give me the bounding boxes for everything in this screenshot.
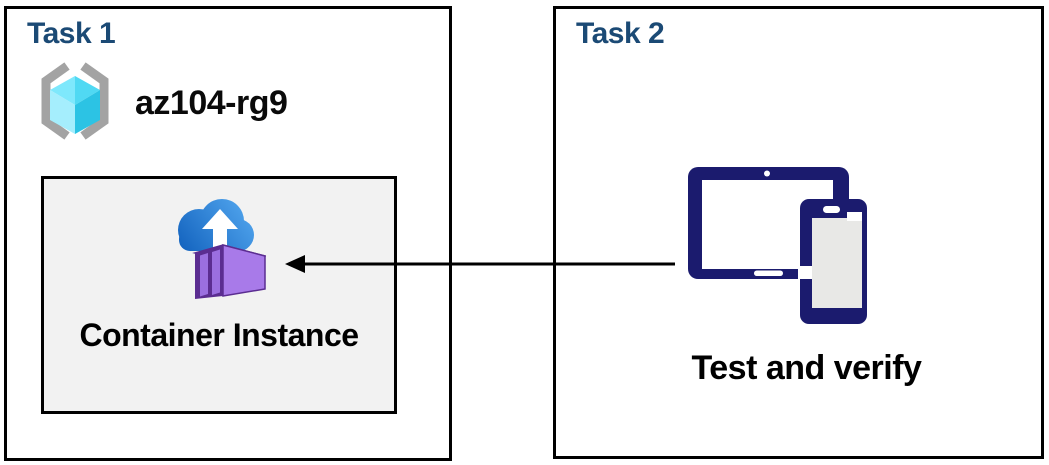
bracket-right bbox=[80, 62, 109, 140]
task2-title: Task 2 bbox=[576, 17, 665, 50]
task1-box: Task 1 az104-rg9 bbox=[4, 6, 452, 461]
arrowhead-left bbox=[285, 255, 305, 273]
container-instances-icon bbox=[178, 199, 266, 299]
cube-face-right bbox=[75, 90, 100, 134]
resource-group: az104-rg9 bbox=[33, 61, 288, 145]
resource-group-icon bbox=[41, 62, 109, 140]
phone-icon bbox=[798, 199, 867, 324]
bracket-left bbox=[41, 62, 70, 140]
container-instance-box: Container Instance bbox=[41, 176, 397, 414]
container-3d-box bbox=[192, 244, 266, 299]
container-instance-label: Container Instance bbox=[79, 317, 359, 353]
connector-arrow bbox=[285, 255, 675, 273]
resource-group-name: az104-rg9 bbox=[135, 83, 288, 122]
home-button-bar bbox=[754, 270, 783, 276]
cube-face-top-left bbox=[50, 76, 75, 105]
task2-box: Task 2 Test and verify bbox=[553, 6, 1044, 459]
speaker-slot bbox=[823, 206, 840, 213]
task1-title: Task 1 bbox=[27, 17, 116, 50]
camera-dot bbox=[764, 170, 770, 177]
cube-face-top-right bbox=[75, 76, 100, 105]
cube-face-left bbox=[50, 90, 75, 134]
tablet-phone-devices-icon bbox=[688, 167, 867, 324]
test-verify-label: Test and verify bbox=[691, 349, 922, 387]
